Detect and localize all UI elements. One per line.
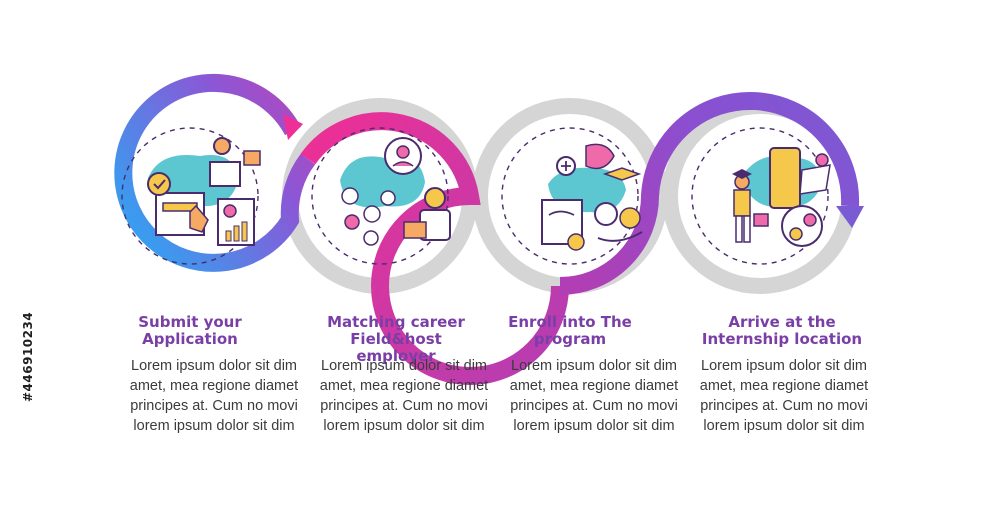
application-form-icon — [121, 127, 261, 265]
flow-ribbon-segment-2 — [300, 112, 569, 385]
step-4-title: Arrive at the Internship location — [701, 313, 863, 348]
step-2-title: Matching career Field&host employer — [327, 313, 465, 365]
step-3-title: Enroll into The program — [508, 313, 632, 348]
step-2-body: Lorem ipsum dolor sit dim amet, mea regi… — [319, 358, 489, 434]
flow-arrow-tail — [836, 206, 864, 228]
step-1-title: Submit your Application — [138, 313, 242, 348]
step-4-body: Lorem ipsum dolor sit dim amet, mea regi… — [699, 358, 869, 434]
flow-ribbon-segment-1 — [114, 73, 316, 272]
enrollment-handshake-icon — [501, 127, 643, 265]
step-1-body: Lorem ipsum dolor sit dim amet, mea regi… — [129, 358, 299, 434]
flow-arrow-head — [283, 114, 303, 140]
step-3-body: Lorem ipsum dolor sit dim amet, mea regi… — [509, 358, 679, 434]
career-matching-icon — [311, 127, 451, 265]
travel-arrival-icon — [691, 127, 831, 265]
side-code: #446910234 — [21, 311, 35, 402]
flow-ribbon-segment-3 — [559, 91, 860, 295]
